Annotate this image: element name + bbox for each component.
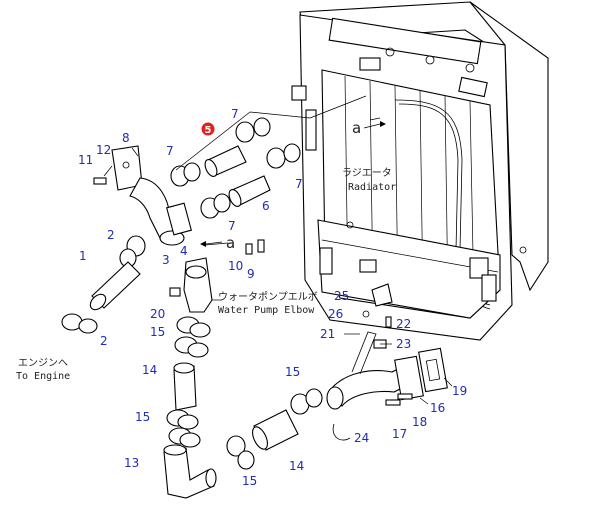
callout-9[interactable]: 9 — [247, 267, 255, 281]
callout-labels: 1 2 2 3 4 6 7 7 7 7 8 9 10 11 12 13 14 1… — [78, 107, 467, 488]
callout-14a[interactable]: 14 — [142, 363, 157, 377]
reference-a-upper: a — [352, 119, 361, 137]
radiator-label-en: Radiator — [348, 182, 396, 193]
callout-2a[interactable]: 2 — [107, 228, 115, 242]
callout-24[interactable]: 24 — [354, 431, 369, 445]
reference-a-lower: a — [226, 234, 235, 252]
upper-hose-assembly — [61, 95, 381, 334]
callout-20[interactable]: 20 — [150, 307, 165, 321]
lower-hose-assembly — [163, 257, 453, 499]
to-engine-label-jp: エンジンへ — [18, 358, 68, 369]
callout-7b[interactable]: 7 — [231, 107, 239, 121]
callout-25[interactable]: 25 — [334, 289, 349, 303]
callout-16[interactable]: 16 — [430, 401, 445, 415]
callout-19[interactable]: 19 — [452, 384, 467, 398]
callout-15d[interactable]: 15 — [285, 365, 300, 379]
callout-10[interactable]: 10 — [228, 259, 243, 273]
pump-elbow-label-en: Water Pump Elbow — [218, 305, 315, 316]
callout-15b[interactable]: 15 — [135, 410, 150, 424]
highlight-label: 5 — [205, 125, 212, 136]
callout-8[interactable]: 8 — [122, 131, 130, 145]
callout-7a[interactable]: 7 — [166, 144, 174, 158]
callout-4[interactable]: 4 — [180, 244, 188, 258]
callout-12[interactable]: 12 — [96, 143, 111, 157]
callout-2b[interactable]: 2 — [100, 334, 108, 348]
callout-17[interactable]: 17 — [392, 427, 407, 441]
callout-7c[interactable]: 7 — [295, 177, 303, 191]
annotation-notes: ラジエータ Radiator ウォータポンプエルボ Water Pump Elb… — [16, 119, 396, 382]
callout-11[interactable]: 11 — [78, 153, 93, 167]
callout-13[interactable]: 13 — [124, 456, 139, 470]
callout-14b[interactable]: 14 — [289, 459, 304, 473]
callout-6[interactable]: 6 — [262, 199, 270, 213]
callout-23[interactable]: 23 — [396, 337, 411, 351]
callout-21[interactable]: 21 — [320, 327, 335, 341]
callout-15c[interactable]: 15 — [242, 474, 257, 488]
callout-26[interactable]: 26 — [328, 307, 343, 321]
callout-1[interactable]: 1 — [79, 249, 87, 263]
pump-elbow-label-jp: ウォータポンプエルボ — [218, 291, 318, 303]
callout-15a[interactable]: 15 — [150, 325, 165, 339]
callout-18[interactable]: 18 — [412, 415, 427, 429]
highlight-marker[interactable] — [201, 122, 215, 136]
radiator-assembly — [291, 1, 549, 341]
radiator-label-jp: ラジエータ — [342, 167, 392, 179]
callout-22[interactable]: 22 — [396, 317, 411, 331]
callout-7d[interactable]: 7 — [228, 219, 236, 233]
callout-3[interactable]: 3 — [162, 253, 170, 267]
to-engine-label-en: To Engine — [16, 371, 70, 382]
